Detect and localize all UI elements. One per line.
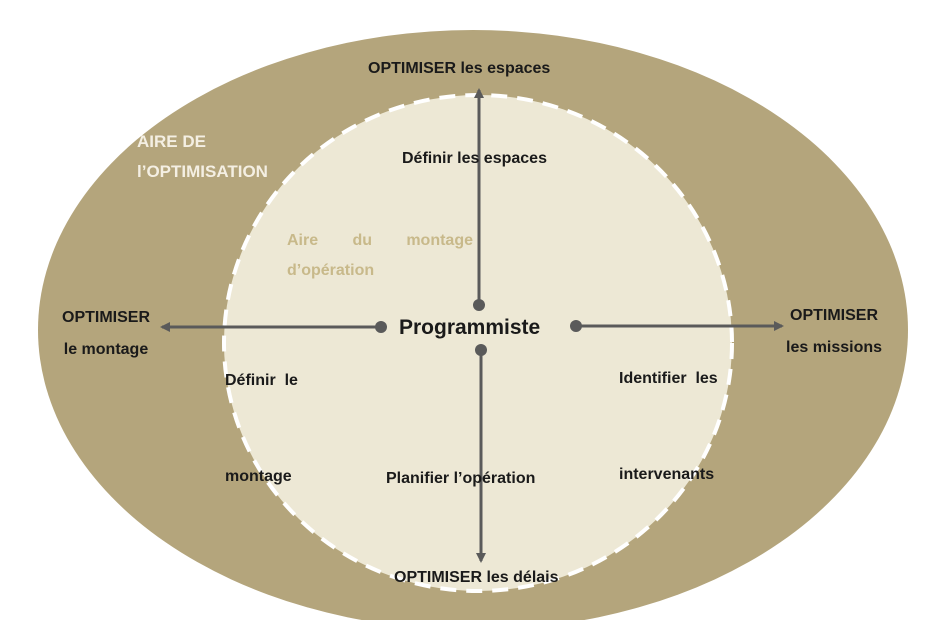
montage-area-label-line2: d’opération xyxy=(287,262,375,279)
action-left-line1: Définir le xyxy=(225,372,298,389)
goal-top-label: OPTIMISER les espaces xyxy=(368,60,551,77)
goal-left-label: OPTIMISER le montage xyxy=(62,302,150,366)
action-bottom-label: Planifier l’opération xyxy=(386,470,536,487)
action-left-label: Définir le montage xyxy=(225,301,298,525)
action-right-label: Identifier les intervenants xyxy=(619,299,718,523)
goal-bottom-label: OPTIMISER les délais xyxy=(394,569,559,586)
montage-area-label-line1: Aire du montage xyxy=(287,226,473,256)
montage-area-label: Aire du montage d’opération xyxy=(287,226,473,286)
action-right-line1: Identifier les xyxy=(619,370,718,387)
dot-top xyxy=(473,299,485,311)
optimisation-area-label-line1: AIRE DE xyxy=(137,132,206,151)
goal-right-label: OPTIMISER les missions xyxy=(786,300,882,364)
goal-right-line2: les missions xyxy=(786,339,883,356)
dot-bottom xyxy=(475,344,487,356)
montage-area-word: du xyxy=(352,232,372,249)
center-label: Programmiste xyxy=(399,316,541,339)
action-top-label: Définir les espaces xyxy=(402,150,547,167)
optimisation-area-label: AIRE DE l’OPTIMISATION xyxy=(137,127,268,187)
dot-left xyxy=(375,321,387,333)
action-right-line2: intervenants xyxy=(619,466,715,483)
montage-area-word: montage xyxy=(406,232,473,249)
goal-left-line2: le montage xyxy=(63,341,149,358)
action-left-line2: montage xyxy=(225,468,292,485)
goal-left-line1: OPTIMISER xyxy=(62,309,151,326)
dot-right xyxy=(570,320,582,332)
goal-right-line1: OPTIMISER xyxy=(790,307,879,324)
optimisation-area-label-line2: l’OPTIMISATION xyxy=(137,162,268,181)
montage-area-word: Aire xyxy=(287,232,319,249)
